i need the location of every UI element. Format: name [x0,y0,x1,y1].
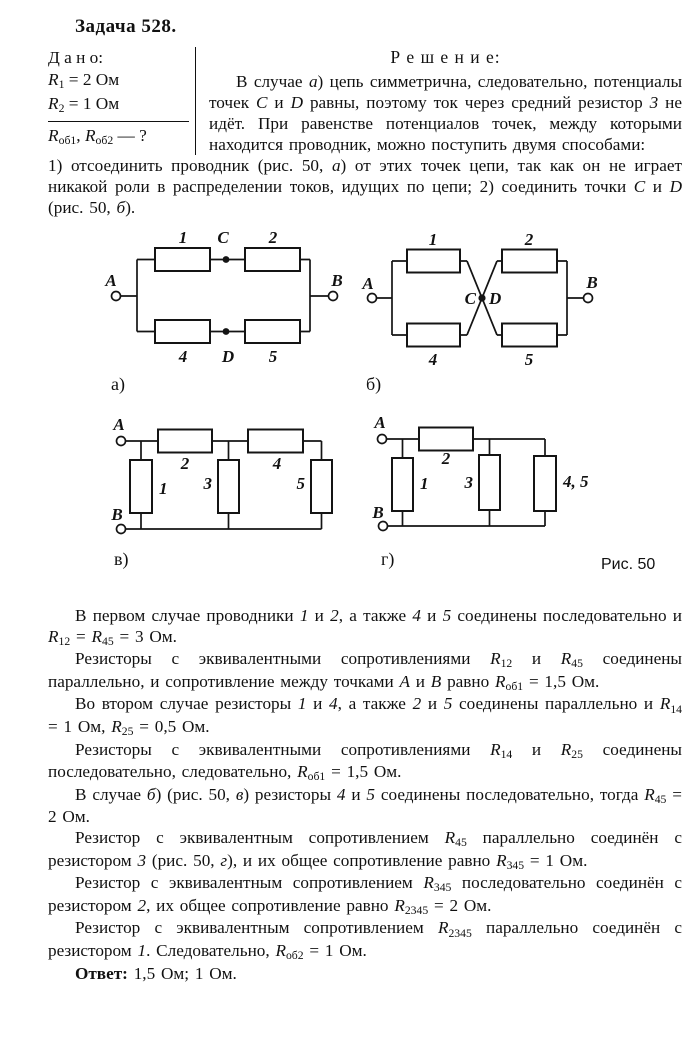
circuit-diagram-b: A B 1 2 C D 4 5 б) [361,230,597,395]
terminal-v-A [115,435,127,447]
terminal-g-A [376,433,388,445]
resistor-b2 [501,248,558,274]
solution-paragraph: Резистор с эквивалентным сопротивлением … [48,827,682,872]
solution-paragraph: В первом случае проводники 1 и 2, а такж… [48,606,683,648]
solution-paragraph: Резистор с эквивалентным сопротивлением … [48,918,682,963]
wires-v [125,440,323,530]
label-a-r2: 2 [268,228,278,247]
caption-diagram-g: г) [381,549,394,570]
circuit-diagram-g: A B 1 2 3 4, 5 г) [371,413,589,570]
node-a-C [222,256,230,263]
resistor-a2 [244,247,301,272]
caption-diagram-a: а) [111,374,125,395]
given-value-r1: R1 = 2 Ом [48,70,120,92]
given-box: Д а н о: R1 = 2 Ом R2 = 1 Ом Rоб1, Rоб2 … [48,47,196,155]
label-a-D: D [221,347,234,366]
problem-title: Задача 528. [75,16,177,37]
label-a-r1: 1 [179,228,188,247]
label-g-A: A [373,413,385,432]
solution-intro-continued: 1) отсоединить проводник (рис. 50, а) от… [48,156,683,217]
label-b-A: A [361,274,373,293]
label-a-C: C [217,228,229,247]
label-b-r4: 4 [428,350,438,369]
terminal-b-A [366,292,378,304]
solution-intro: В случае а) цепь симметрична, следовател… [209,72,682,154]
answer-line: Ответ: 1,5 Ом; 1 Ом. [75,963,237,983]
resistor-v4 [247,428,304,454]
label-g-r1: 1 [420,474,429,493]
terminal-g-B [377,520,389,532]
solution-heading: Р е ш е н и е: [390,47,501,67]
resistor-a5 [244,319,301,344]
terminal-v-B [115,523,127,535]
label-v-A: A [112,415,124,434]
resistor-g3 [478,454,501,511]
label-b-B: B [585,273,597,292]
label-g-r2: 2 [441,449,451,468]
label-v-r1: 1 [159,479,168,498]
figure-caption: Рис. 50 [601,556,655,573]
label-v-B: B [110,505,122,524]
solution-paragraph: В случае б) (рис. 50, в) резисторы 4 и 5… [48,784,682,827]
resistor-g45 [533,455,557,512]
label-b-r1: 1 [429,230,438,249]
label-b-D: D [488,289,501,308]
given-find-divider [48,121,189,122]
label-a-r5: 5 [269,347,278,366]
given-value-r2: R2 = 1 Ом [48,94,120,116]
resistor-b1 [406,248,461,274]
figure-circuits: A B 1 C 2 4 D 5 а) A B 1 2 C D 4 5 б) [104,228,655,573]
resistor-v3 [217,459,240,514]
given-label: Д а н о: [48,48,104,67]
terminal-a-A [110,290,122,302]
caption-diagram-b: б) [366,374,381,395]
given-find: Rоб1, Rоб2 — ? [48,126,147,148]
label-b-r5: 5 [525,350,534,369]
resistor-b4 [406,322,461,348]
wires-g [386,438,546,527]
wires-b [376,260,584,336]
label-a-B: B [330,271,342,290]
solution-paragraph: Резисторы с эквивалентными сопротивления… [48,739,682,784]
resistor-v1 [129,459,153,514]
node-b-CD [478,294,486,302]
solution-paragraph: Во втором случае резисторы 1 и 4, а такж… [48,694,682,739]
solution-body: В первом случае проводники 1 и 2, а такж… [48,606,682,984]
label-v-r5: 5 [297,474,306,493]
circuit-diagram-v: A B 1 2 3 4 5 в) [110,415,333,570]
resistor-g1 [391,457,414,512]
caption-diagram-v: в) [114,549,129,570]
solution-paragraph: Резисторы с эквивалентными сопротивления… [48,649,682,694]
resistor-a1 [154,247,211,272]
resistor-b5 [501,322,558,348]
label-b-r2: 2 [524,230,534,249]
label-g-r3: 3 [464,473,474,492]
solution-column: Р е ш е н и е: В случае а) цепь симметри… [196,47,682,155]
label-v-r4: 4 [272,454,282,473]
label-v-r2: 2 [180,454,190,473]
resistor-g2 [418,426,474,452]
label-a-r4: 4 [178,347,188,366]
label-g-B: B [371,503,383,522]
label-b-C: C [465,289,477,308]
resistor-v5 [310,459,333,514]
circuit-diagram-a: A B 1 C 2 4 D 5 а) [104,228,342,395]
top-section: Д а н о: R1 = 2 Ом R2 = 1 Ом Rоб1, Rоб2 … [48,47,682,155]
resistor-a4 [154,319,211,344]
label-g-r45: 4, 5 [562,472,589,491]
terminal-a-B [327,290,339,302]
resistor-v2 [157,428,213,454]
solution-paragraph: Резистор с эквивалентным сопротивлением … [48,873,682,917]
terminal-b-B [582,292,594,304]
label-a-A: A [104,271,116,290]
node-a-D [222,328,230,335]
label-v-r3: 3 [203,474,213,493]
